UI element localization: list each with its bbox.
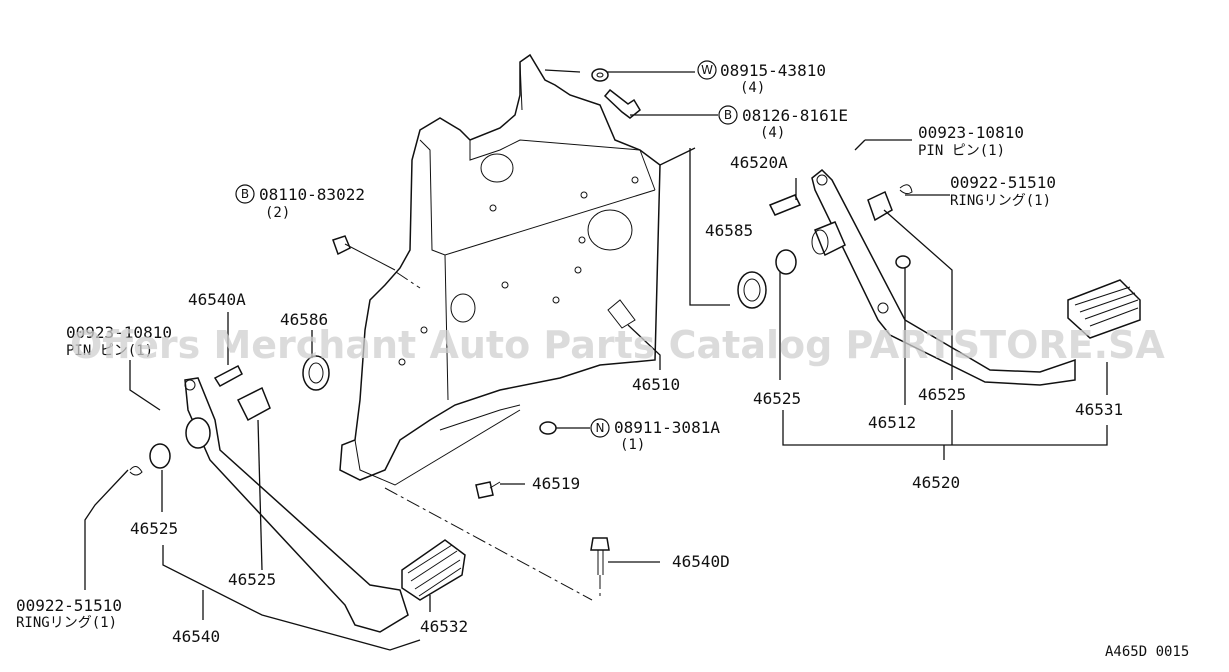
label-46586: 46586 bbox=[280, 310, 328, 329]
callout-b-08110: B 08110-83022 (2) bbox=[235, 184, 365, 221]
part-number-08911: 08911-3081A bbox=[614, 418, 720, 437]
callout-b-letter: B bbox=[241, 187, 249, 201]
bushing-46520A bbox=[768, 194, 802, 216]
washer-top bbox=[591, 68, 609, 82]
bolt-left bbox=[332, 235, 396, 271]
ring-right-part bbox=[899, 184, 913, 195]
stopper-46512 bbox=[895, 255, 911, 269]
pedal-bracket bbox=[339, 53, 661, 486]
label-46540A: 46540A bbox=[188, 290, 246, 309]
watermark: Offers Merchant Auto Parts Catalog PARTS… bbox=[70, 323, 1165, 367]
bolt-46519 bbox=[475, 481, 501, 499]
ring-left-number: 00922-51510 bbox=[16, 596, 122, 615]
callout-n-08911: N 08911-3081A (1) bbox=[590, 418, 720, 453]
label-46585: 46585 bbox=[705, 221, 753, 240]
pin-right-number: 00923-10810 bbox=[918, 123, 1024, 142]
bushing-46525-left-a bbox=[236, 386, 271, 422]
part-number-08126: 08126-8161E bbox=[742, 106, 848, 125]
label-46510: 46510 bbox=[632, 375, 680, 394]
leader-lines bbox=[84, 69, 1108, 651]
part-number-08915: 08915-43810 bbox=[720, 61, 826, 80]
pin-left-number: 00923-10810 bbox=[66, 323, 172, 342]
ring-right-desc: RINGリング(1) bbox=[950, 193, 1051, 209]
qty-08911: (1) bbox=[620, 437, 645, 453]
label-46540: 46540 bbox=[172, 627, 220, 646]
ring-right-number: 00922-51510 bbox=[950, 173, 1056, 192]
label-46512: 46512 bbox=[868, 413, 916, 432]
bushing-46525-right-c bbox=[867, 190, 893, 222]
nut-right bbox=[539, 421, 557, 435]
callout-w-letter: W bbox=[701, 63, 713, 77]
brake-pedal-left bbox=[184, 377, 466, 633]
spring-46586 bbox=[302, 355, 330, 391]
callout-b-letter: B bbox=[724, 108, 732, 122]
clutch-pedal-right bbox=[811, 168, 1141, 386]
bushing-46525-right-a bbox=[775, 249, 797, 275]
pin-right-desc: PIN ピン(1) bbox=[918, 143, 1005, 159]
part-number-08110: 08110-83022 bbox=[259, 185, 365, 204]
bushing-46525-right-b bbox=[811, 221, 846, 257]
label-46525-left-a: 46525 bbox=[228, 570, 276, 589]
ring-left-desc: RINGリング(1) bbox=[16, 615, 117, 631]
label-46531: 46531 bbox=[1075, 400, 1123, 419]
diagram-code: A465D 0015 bbox=[1105, 644, 1189, 660]
label-46520A: 46520A bbox=[730, 153, 788, 172]
label-46532: 46532 bbox=[420, 617, 468, 636]
bolt-46540A bbox=[213, 364, 243, 387]
qty-08110: (2) bbox=[265, 205, 290, 221]
label-46525-left-b: 46525 bbox=[130, 519, 178, 538]
spring-46585 bbox=[737, 271, 767, 309]
label-46525-right-b: 46525 bbox=[918, 385, 966, 404]
bolt-top bbox=[603, 88, 641, 119]
pin-left-desc: PIN ピン(1) bbox=[66, 343, 153, 359]
callout-n-letter: N bbox=[596, 421, 605, 435]
callout-w-08915: W 08915-43810 (4) bbox=[697, 60, 826, 96]
bolt-46540D bbox=[590, 537, 610, 575]
label-46540D: 46540D bbox=[672, 552, 730, 571]
ring-left-part bbox=[129, 466, 143, 476]
label-46520: 46520 bbox=[912, 473, 960, 492]
label-46525-right-a: 46525 bbox=[753, 389, 801, 408]
label-46519: 46519 bbox=[532, 474, 580, 493]
qty-08915: (4) bbox=[740, 80, 765, 96]
callout-b-08126: B 08126-8161E (4) bbox=[718, 105, 848, 141]
qty-08126: (4) bbox=[760, 125, 785, 141]
bushing-46525-left-b bbox=[149, 443, 171, 469]
